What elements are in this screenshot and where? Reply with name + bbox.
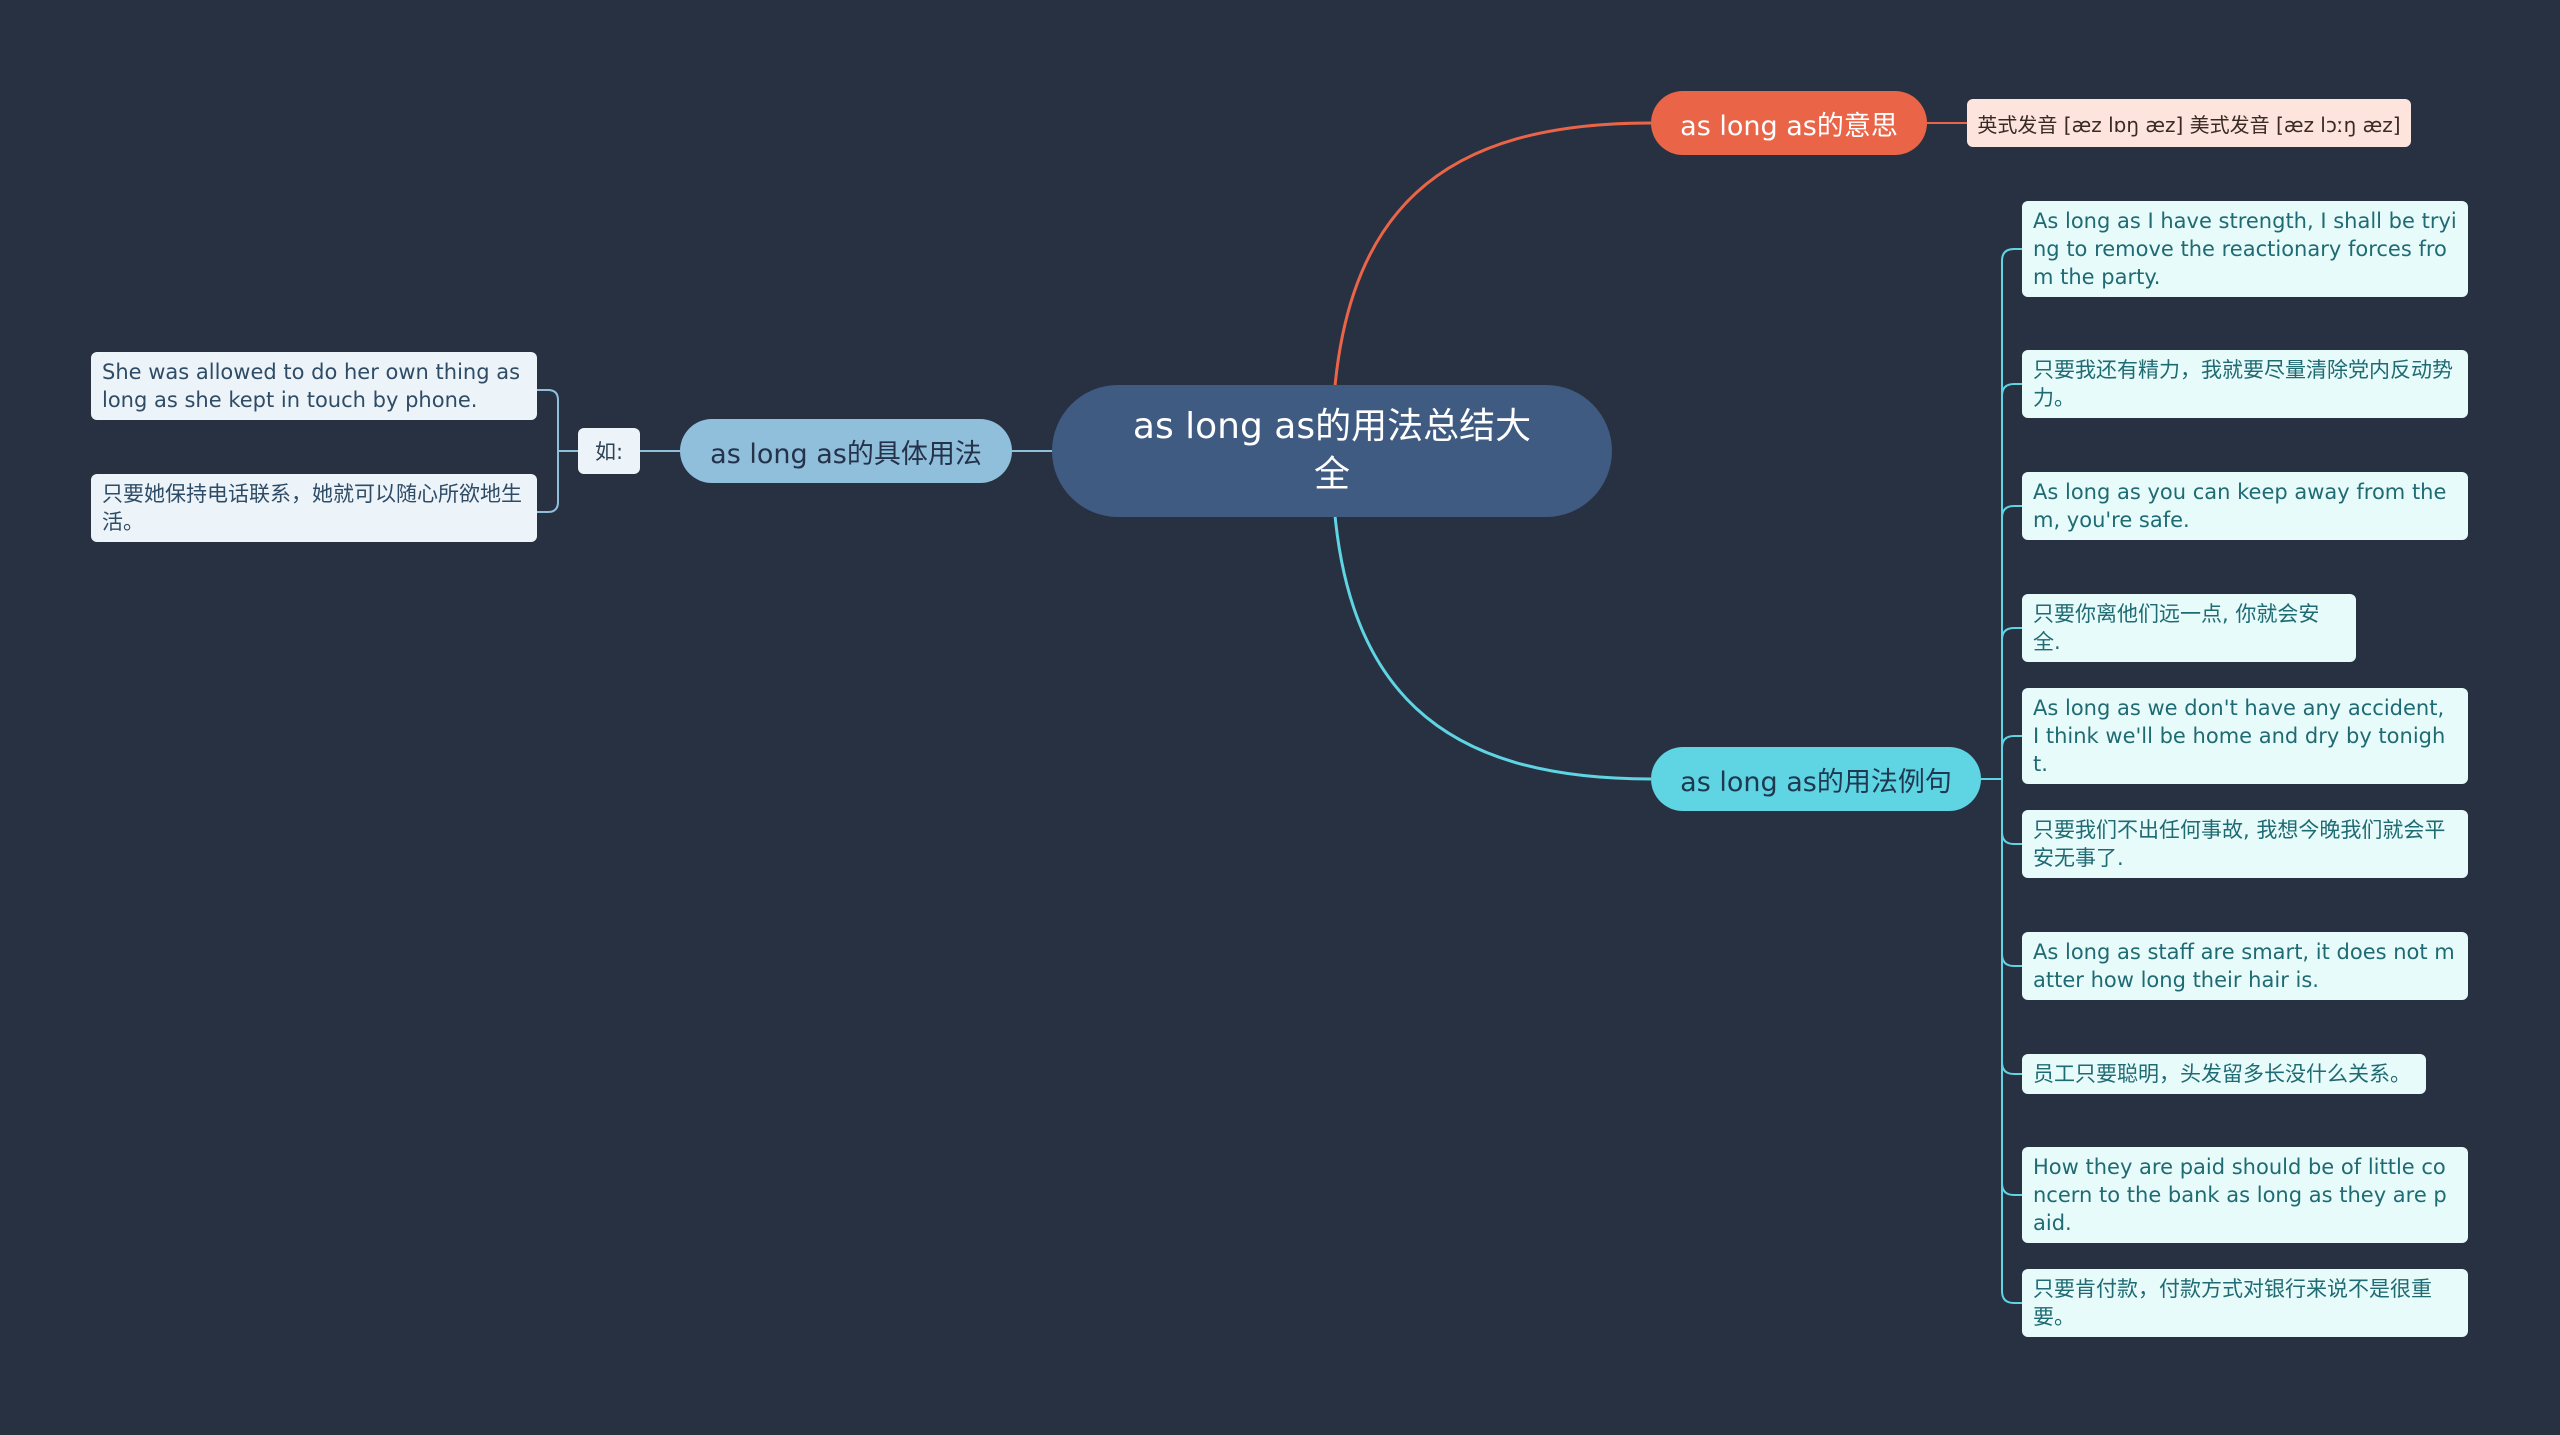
- example-sentence-text: 员工只要聪明，头发留多长没什么关系。: [2033, 1062, 2411, 1086]
- ru-label: 如:: [594, 440, 624, 464]
- example-sentence-text: As long as we don't have any accident, I…: [2033, 696, 2446, 776]
- usage-example-zh[interactable]: 只要她保持电话联系，她就可以随心所欲地生活。: [91, 474, 537, 542]
- example-sentence-5-zh[interactable]: 只要肯付款，付款方式对银行来说不是很重要。: [2022, 1269, 2468, 1337]
- links-ru-leaves: [537, 389, 578, 513]
- example-sentence-2-zh[interactable]: 只要你离他们远一点, 你就会安全.: [2022, 594, 2356, 662]
- example-sentence-3-zh[interactable]: 只要我们不出任何事故, 我想今晚我们就会平安无事了.: [2022, 810, 2468, 878]
- branch-meaning-label: as long as的意思: [1680, 110, 1898, 142]
- branch-usage[interactable]: as long as的具体用法: [680, 419, 1012, 483]
- example-sentence-4-zh[interactable]: 员工只要聪明，头发留多长没什么关系。: [2022, 1054, 2426, 1094]
- branch-examples-label: as long as的用法例句: [1680, 766, 1952, 798]
- example-sentence-text: 只要你离他们远一点, 你就会安全.: [2033, 602, 2320, 654]
- example-sentence-text: As long as you can keep away from them, …: [2033, 480, 2447, 532]
- root-topic[interactable]: as long as的用法总结大全: [1052, 385, 1612, 517]
- usage-example-en-text: She was allowed to do her own thing as l…: [102, 360, 521, 412]
- links-examples-leaves: [1981, 248, 2022, 1304]
- link-root-examples: [1330, 450, 1652, 781]
- example-sentence-text: How they are paid should be of little co…: [2033, 1155, 2447, 1235]
- example-sentence-text: 只要我还有精力，我就要尽量清除党内反动势力。: [2033, 358, 2453, 410]
- example-sentence-4-en[interactable]: As long as staff are smart, it does not …: [2022, 932, 2468, 1000]
- example-sentence-text: 只要肯付款，付款方式对银行来说不是很重要。: [2033, 1277, 2432, 1329]
- branch-usage-label: as long as的具体用法: [710, 438, 982, 470]
- usage-example-en[interactable]: She was allowed to do her own thing as l…: [91, 352, 537, 420]
- ru-node[interactable]: 如:: [578, 428, 640, 474]
- example-sentence-1-en[interactable]: As long as I have strength, I shall be t…: [2022, 201, 2468, 297]
- example-sentence-3-en[interactable]: As long as we don't have any accident, I…: [2022, 688, 2468, 784]
- example-sentence-1-zh[interactable]: 只要我还有精力，我就要尽量清除党内反动势力。: [2022, 350, 2468, 418]
- example-sentence-text: As long as staff are smart, it does not …: [2033, 940, 2455, 992]
- example-sentence-text: As long as I have strength, I shall be t…: [2033, 209, 2457, 289]
- pronunciation-leaf[interactable]: 英式发音 [æz lɒŋ æz] 美式发音 [æz lɔːŋ æz]: [1967, 99, 2411, 147]
- example-sentence-text: 只要我们不出任何事故, 我想今晚我们就会平安无事了.: [2033, 818, 2446, 870]
- branch-examples[interactable]: as long as的用法例句: [1651, 747, 1981, 811]
- branch-meaning[interactable]: as long as的意思: [1651, 91, 1927, 155]
- example-sentence-2-en[interactable]: As long as you can keep away from them, …: [2022, 472, 2468, 540]
- root-topic-label: as long as的用法总结大全: [1132, 406, 1532, 495]
- pronunciation-text: 英式发音 [æz lɒŋ æz] 美式发音 [æz lɔːŋ æz]: [1977, 112, 2401, 137]
- usage-example-zh-text: 只要她保持电话联系，她就可以随心所欲地生活。: [102, 482, 522, 534]
- example-sentence-5-en[interactable]: How they are paid should be of little co…: [2022, 1147, 2468, 1243]
- link-root-meaning: [1330, 121, 1652, 452]
